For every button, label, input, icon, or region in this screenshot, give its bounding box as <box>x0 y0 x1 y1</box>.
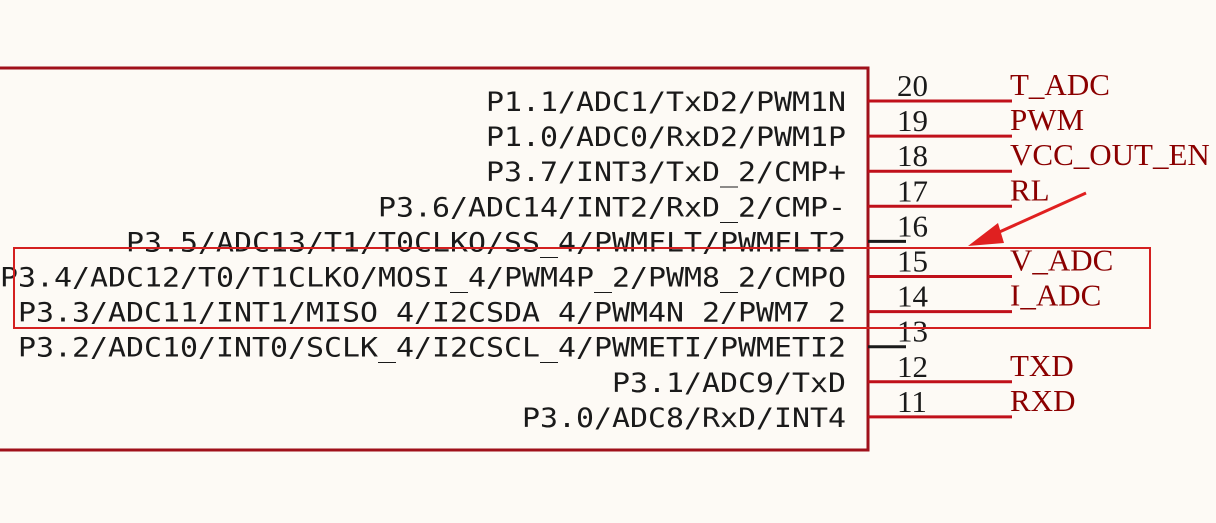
pin-function-label: P3.7/INT3/TxD_2/CMP+ <box>486 157 846 188</box>
pin-13: P3.2/ADC10/INT0/SCLK_4/I2CSCL_4/PWMETI/P… <box>18 314 928 364</box>
net-label: TXD <box>1010 348 1074 383</box>
pin-number: 11 <box>897 384 927 419</box>
ic-body-outline <box>0 66 870 452</box>
pin-function-label: P3.4/ADC12/T0/T1CLKO/MOSI_4/PWM4P_2/PWM8… <box>0 263 846 294</box>
pin-12: P3.1/ADC9/TxD 12 TXD <box>612 348 1074 399</box>
pin-function-label: P3.3/ADC11/INT1/MISO_4/I2CSDA_4/PWM4N_2/… <box>18 298 846 329</box>
annotation-arrow <box>968 191 1087 246</box>
net-label: T_ADC <box>1010 67 1110 102</box>
pin-14: P3.3/ADC11/INT1/MISO_4/I2CSDA_4/PWM4N_2/… <box>18 278 1101 329</box>
pin-11: P3.0/ADC8/RxD/INT4 11 RXD <box>522 383 1075 434</box>
pin-number: 17 <box>897 173 928 208</box>
pin-number: 12 <box>897 349 928 384</box>
net-label: I_ADC <box>1010 278 1101 313</box>
pin-function-label: P3.2/ADC10/INT0/SCLK_4/I2CSCL_4/PWMETI/P… <box>18 333 846 364</box>
pin-17: P3.6/ADC14/INT2/RxD_2/CMP- 17 RL <box>378 172 1050 223</box>
pin-function-label: P3.5/ADC13/T1/T0CLKO/SS_4/PWMFLT/PWMFLT2 <box>126 227 846 258</box>
pin-number: 13 <box>897 314 928 349</box>
net-label: PWM <box>1010 102 1084 137</box>
pin-number: 20 <box>897 68 928 103</box>
pin-number: 15 <box>897 244 928 279</box>
pin-number: 19 <box>897 103 928 138</box>
pin-16: P3.5/ADC13/T1/T0CLKO/SS_4/PWMFLT/PWMFLT2… <box>126 208 928 258</box>
pin-function-label: P1.0/ADC0/RxD2/PWM1P <box>486 122 846 153</box>
net-label: RXD <box>1010 383 1075 418</box>
pin-number: 18 <box>897 138 928 173</box>
net-label: RL <box>1010 172 1050 207</box>
pin-18: P3.7/INT3/TxD_2/CMP+ 18 VCC_OUT_EN <box>486 137 1210 188</box>
pin-function-label: P3.0/ADC8/RxD/INT4 <box>522 403 846 434</box>
pin-number: 14 <box>897 279 929 314</box>
net-label: VCC_OUT_EN <box>1010 137 1210 172</box>
pin-20: P1.1/ADC1/TxD2/PWM1N 20 T_ADC <box>486 67 1110 118</box>
pin-19: P1.0/ADC0/RxD2/PWM1P 19 PWM <box>486 102 1084 153</box>
pin-function-label: P3.1/ADC9/TxD <box>612 368 846 399</box>
pin-function-label: P1.1/ADC1/TxD2/PWM1N <box>486 87 846 118</box>
pin-number: 16 <box>897 208 928 243</box>
highlight-box <box>13 247 1151 329</box>
pin-function-label: P3.6/ADC14/INT2/RxD_2/CMP- <box>378 192 846 223</box>
